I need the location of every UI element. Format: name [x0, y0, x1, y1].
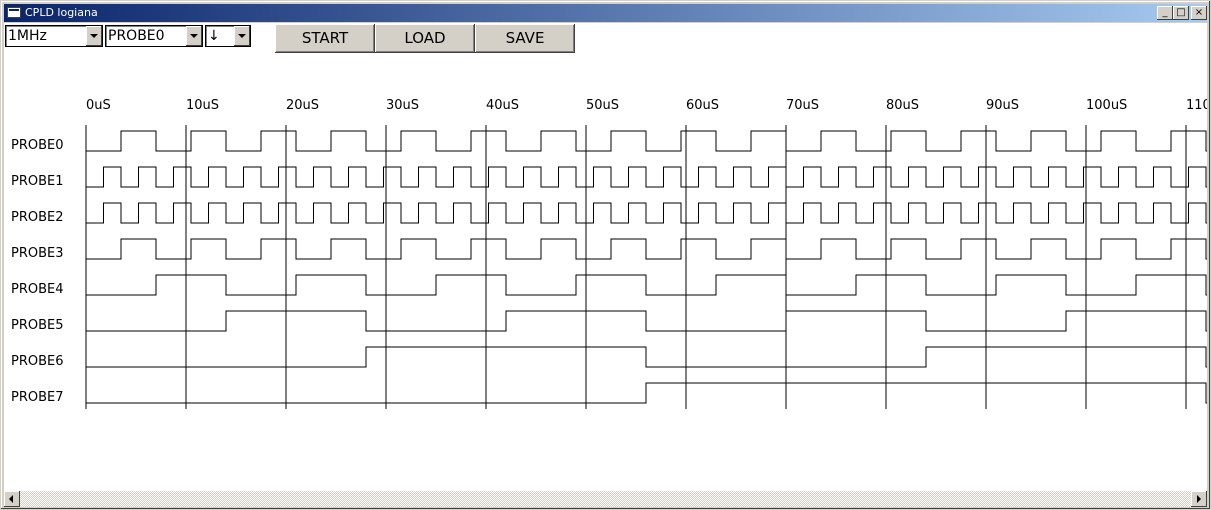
time-label: 0uS — [86, 98, 111, 113]
trigger-edge-value: ↓ — [208, 28, 220, 44]
save-button[interactable]: SAVE — [475, 24, 575, 53]
time-label: 40uS — [486, 98, 519, 113]
minimize-button[interactable]: _ — [1157, 6, 1173, 20]
probe-label: PROBE4 — [11, 282, 64, 297]
trigger-edge-select[interactable]: ↓ — [205, 25, 251, 47]
trigger-edge-dropdown-arrow-icon[interactable] — [234, 26, 250, 46]
clock-value: 1MHz — [8, 28, 47, 44]
clock-select[interactable]: 1MHz — [5, 25, 103, 47]
waveform-view[interactable]: 0uS 10uS 20uS 30uS 40uS 50uS 60uS 70uS 80uS 90uS 1… — [4, 83, 1207, 423]
horizontal-scrollbar[interactable] — [4, 491, 1207, 507]
time-label: 80uS — [886, 98, 919, 113]
window-title: CPLD logiana — [25, 6, 98, 19]
probe-trace — [86, 238, 1207, 260]
scroll-right-icon[interactable] — [1191, 491, 1207, 507]
time-label: 90uS — [986, 98, 1019, 113]
probe-trace — [86, 202, 1207, 224]
load-button[interactable]: LOAD — [375, 24, 475, 53]
probe-label: PROBE5 — [11, 318, 64, 333]
probe-trace — [86, 346, 1207, 368]
window-icon[interactable] — [7, 7, 21, 18]
probe-label: PROBE0 — [11, 138, 64, 153]
probe-trace — [86, 166, 1207, 188]
clock-dropdown-arrow-icon[interactable] — [86, 26, 102, 46]
trigger-probe-value: PROBE0 — [108, 28, 165, 44]
time-label: 30uS — [386, 98, 419, 113]
probe-label: PROBE2 — [11, 210, 64, 225]
waveform-svg: 0uS 10uS 20uS 30uS 40uS 50uS 60uS 70uS 80uS 90uS 1… — [11, 98, 1207, 409]
start-button[interactable]: START — [275, 24, 375, 53]
time-label: 60uS — [686, 98, 719, 113]
probe-trace — [86, 310, 1207, 332]
maximize-button[interactable]: □ — [1173, 6, 1189, 20]
time-label: 10uS — [186, 98, 219, 113]
probe-trace — [86, 274, 1207, 296]
client-area: 1MHz PROBE0 ↓ START LOAD SAVE 0uS 10uS 20u… — [4, 23, 1207, 491]
time-label: 110 — [1186, 98, 1207, 113]
probe-label: PROBE3 — [11, 246, 64, 261]
probe-trace — [86, 130, 1207, 152]
probe-label: PROBE6 — [11, 354, 64, 369]
time-label: 100uS — [1086, 98, 1127, 113]
close-button[interactable]: × — [1191, 6, 1207, 20]
scroll-left-icon[interactable] — [4, 491, 20, 507]
title-bar[interactable]: CPLD logiana _ □ × — [4, 4, 1207, 22]
probe-label: PROBE7 — [11, 390, 64, 405]
probe-trace — [86, 382, 1207, 404]
trigger-probe-select[interactable]: PROBE0 — [105, 25, 203, 47]
time-label: 20uS — [286, 98, 319, 113]
time-label: 70uS — [786, 98, 819, 113]
trigger-probe-dropdown-arrow-icon[interactable] — [186, 26, 202, 46]
time-label: 50uS — [586, 98, 619, 113]
probe-label: PROBE1 — [11, 174, 64, 189]
